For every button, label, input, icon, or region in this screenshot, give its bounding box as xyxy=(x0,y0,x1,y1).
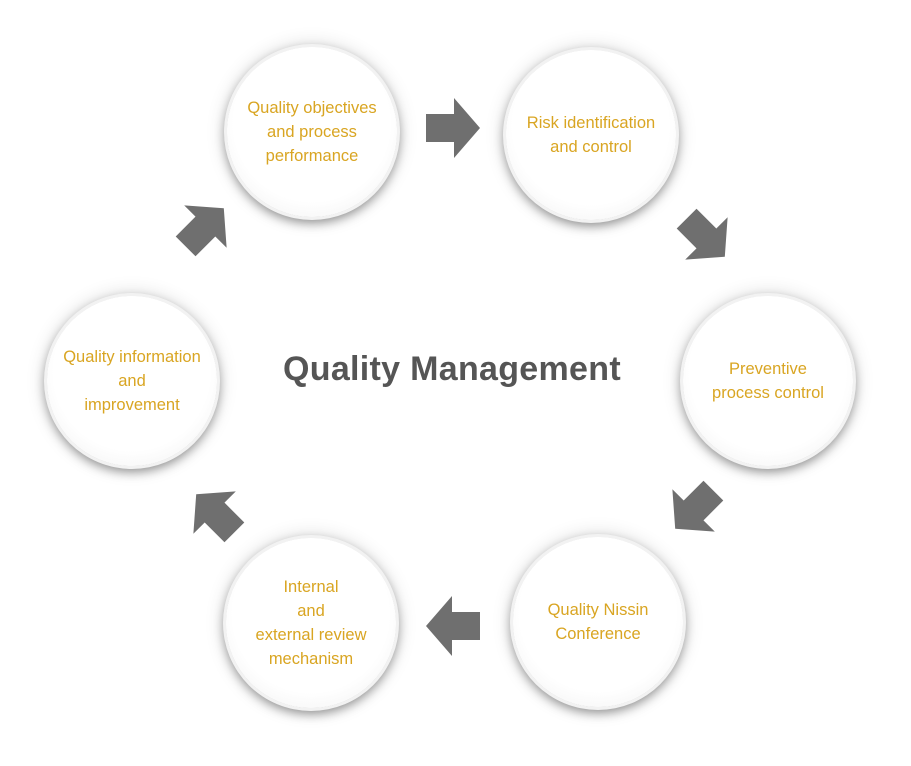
diagram-title: Quality Management xyxy=(283,350,621,388)
node-label: Internal and external review mechanism xyxy=(255,578,367,668)
node-quality-objectives: Quality objectives and process performan… xyxy=(227,47,397,217)
node-quality-information: Quality information and improvement xyxy=(47,296,217,466)
node-label: Quality objectives and process performan… xyxy=(247,99,377,165)
node-label: Risk identification and control xyxy=(526,114,656,156)
arrow-left-icon xyxy=(426,596,480,656)
arrow-up-right-icon xyxy=(175,205,227,257)
node-label: Preventive process control xyxy=(712,360,824,402)
arrow-right-icon xyxy=(426,98,480,158)
node-preventive-process-control: Preventive process control xyxy=(683,296,853,466)
arrow-down-left-icon xyxy=(672,480,724,532)
arrow-down-right-icon xyxy=(676,208,728,260)
node-risk-identification: Risk identification and control xyxy=(506,50,676,220)
arrow-up-left-icon xyxy=(193,491,245,543)
node-quality-nissin-conference: Quality Nissin Conference xyxy=(513,537,683,707)
node-label: Quality information and improvement xyxy=(63,348,201,414)
node-label: Quality Nissin Conference xyxy=(547,601,649,643)
node-review-mechanism: Internal and external review mechanism xyxy=(226,538,396,708)
